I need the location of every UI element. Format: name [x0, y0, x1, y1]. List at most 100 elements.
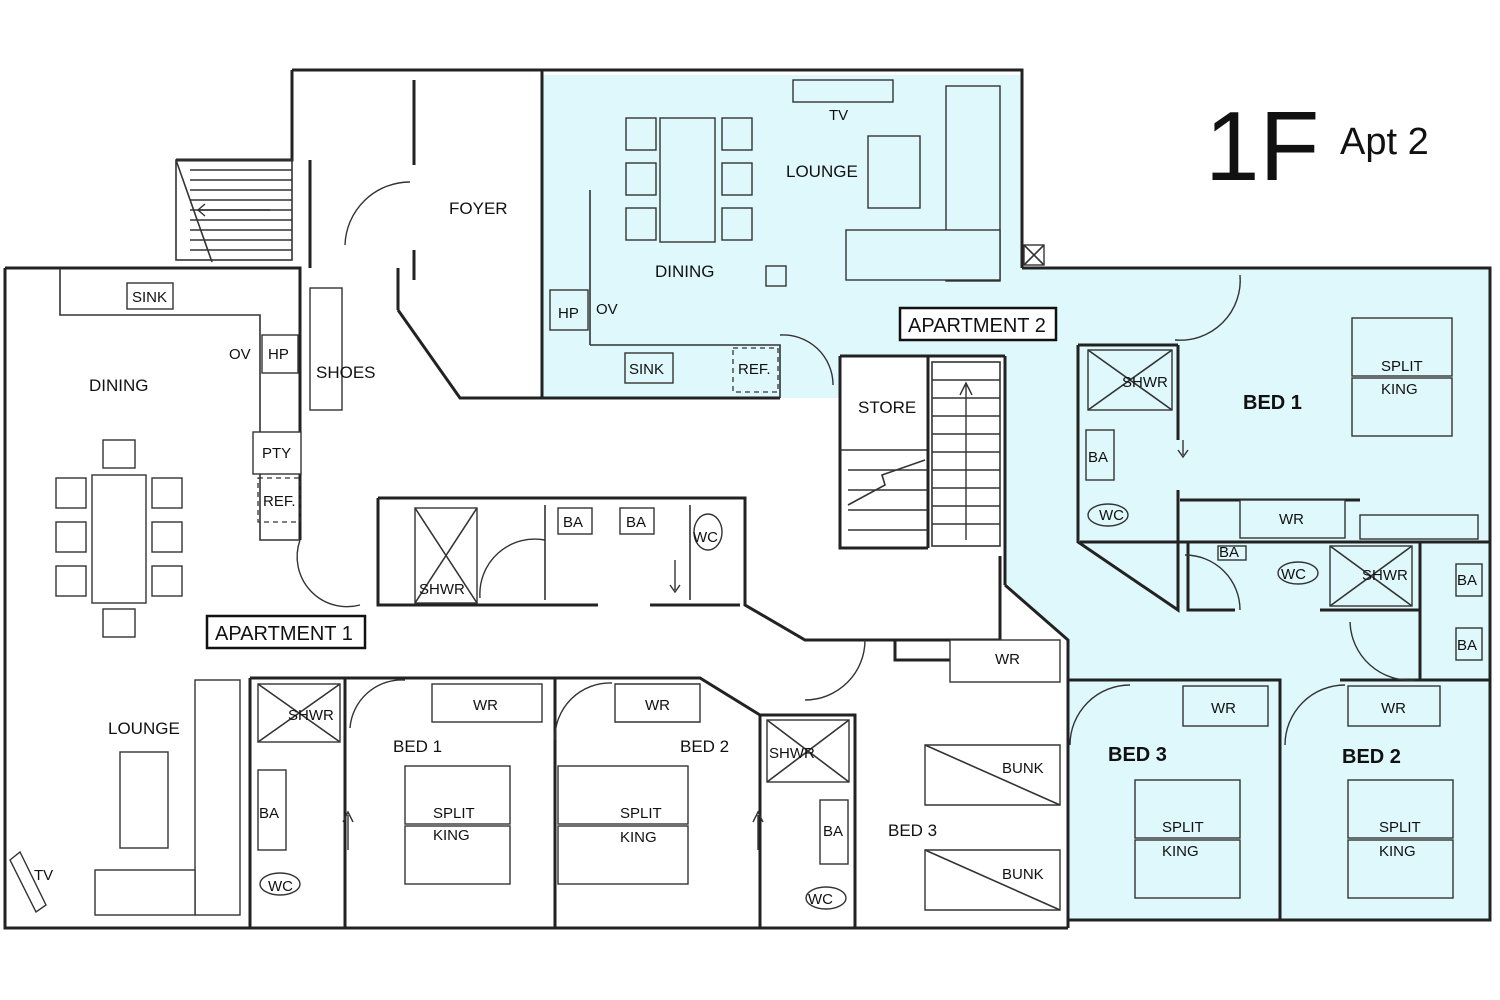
- label-split: SPLIT: [620, 805, 662, 822]
- a1-chair: [151, 565, 183, 597]
- room-a2-dining: DINING: [655, 262, 715, 281]
- label-king: KING: [1379, 843, 1416, 860]
- label-wr: WR: [1381, 700, 1406, 717]
- apartment-2-furniture: [549, 79, 1483, 899]
- room-a1-shoes: SHOES: [316, 363, 376, 382]
- label-bunk: BUNK: [1002, 866, 1044, 883]
- label-tv: TV: [829, 107, 848, 124]
- internal-stair: [847, 361, 1001, 547]
- a1-bed2-wardrobe: [614, 683, 701, 723]
- a1-chair: [102, 439, 136, 469]
- label-sink: SINK: [132, 289, 167, 306]
- room-a1-bed2: BED 2: [680, 737, 729, 756]
- room-foyer: FOYER: [449, 199, 508, 218]
- room-a1-bed3: BED 3: [888, 821, 937, 840]
- a2-bed1-basin: [1085, 429, 1115, 481]
- a1-pty: [252, 431, 302, 475]
- a1-sink: [126, 282, 174, 310]
- room-a1-dining: DINING: [89, 376, 149, 395]
- label-hp: HP: [268, 346, 289, 363]
- room-store: STORE: [858, 398, 916, 417]
- label-wr: WR: [995, 651, 1020, 668]
- a1-basin: [557, 507, 593, 535]
- a1-tv: [9, 850, 47, 914]
- label-king: KING: [433, 827, 470, 844]
- label-split: SPLIT: [1162, 819, 1204, 836]
- a1-bed2-split: [557, 765, 689, 825]
- label-king: KING: [1162, 843, 1199, 860]
- a2-ref: [732, 347, 779, 393]
- label-wr: WR: [473, 697, 498, 714]
- label-ba: BA: [1457, 572, 1477, 589]
- a2-basin: [1455, 563, 1483, 597]
- label-wc: WC: [1099, 507, 1124, 524]
- label-ref: REF.: [738, 361, 771, 378]
- a2-coffee-table: [867, 135, 921, 209]
- a1-bed2-toilet: [805, 886, 847, 910]
- label-shwr: SHWR: [288, 707, 334, 724]
- label-wr: WR: [1279, 511, 1304, 528]
- label-ba: BA: [626, 514, 646, 531]
- label-wc: WC: [693, 529, 718, 546]
- apartment-2-label-box: [898, 306, 1058, 342]
- a2-bath-toilet: [1277, 561, 1319, 585]
- a2-chair: [625, 207, 657, 241]
- a1-hp: [261, 334, 299, 374]
- label-split: SPLIT: [1381, 358, 1423, 375]
- label-king: KING: [1381, 381, 1418, 398]
- a1-bed1-basin: [257, 769, 287, 851]
- a1-bed3-wardrobe: [949, 639, 1061, 683]
- a1-chair: [55, 477, 87, 509]
- a2-column: [765, 265, 787, 287]
- a2-bed1-desk: [1359, 514, 1479, 540]
- a2-bath-basin: [1217, 545, 1247, 561]
- a2-bed3-king: [1134, 839, 1241, 899]
- floor-level: 1F: [1205, 91, 1319, 201]
- label-wr: WR: [1211, 700, 1236, 717]
- label-ba: BA: [1457, 637, 1477, 654]
- a2-basin: [1455, 627, 1483, 661]
- a1-bed1-toilet: [259, 872, 301, 896]
- label-ref: REF.: [263, 493, 296, 510]
- label-pty: PTY: [262, 445, 291, 462]
- room-a1-bed1: BED 1: [393, 737, 442, 756]
- a1-chair: [151, 521, 183, 553]
- doors: [296, 181, 1416, 850]
- a2-chair: [625, 117, 657, 151]
- a2-bed1-split: [1351, 317, 1453, 377]
- label-tv: TV: [34, 867, 53, 884]
- room-a2-bed1: BED 1: [1243, 392, 1302, 414]
- label-shwr: SHWR: [769, 745, 815, 762]
- label-wc: WC: [808, 891, 833, 908]
- label-shwr: SHWR: [419, 581, 465, 598]
- a2-chair: [721, 162, 753, 196]
- floor-unit: Apt 2: [1340, 121, 1429, 163]
- a1-chair: [55, 565, 87, 597]
- label-ba: BA: [1088, 449, 1108, 466]
- interior-walls: [248, 190, 1490, 928]
- label-split: SPLIT: [1379, 819, 1421, 836]
- label-wc: WC: [1281, 566, 1306, 583]
- label-wr: WR: [645, 697, 670, 714]
- a1-bed1-wardrobe: [431, 683, 543, 723]
- label-ba: BA: [1219, 544, 1239, 561]
- room-a1-lounge: LOUNGE: [108, 719, 180, 738]
- label-ov: OV: [596, 301, 618, 318]
- label-shwr: SHWR: [1122, 374, 1168, 391]
- a2-bed2-king: [1347, 839, 1454, 899]
- a2-hp: [549, 289, 589, 331]
- a1-chair: [151, 477, 183, 509]
- a2-sofa: [845, 229, 1001, 281]
- a2-chair: [721, 207, 753, 241]
- apartment-1-label: APARTMENT 1: [215, 623, 353, 645]
- label-ba: BA: [259, 805, 279, 822]
- a2-bed3-wardrobe: [1182, 685, 1269, 727]
- a1-bed1-king: [404, 825, 511, 885]
- label-ov: OV: [229, 346, 251, 363]
- label-wc: WC: [268, 878, 293, 895]
- a2-tv: [792, 79, 894, 103]
- a2-dining-table: [659, 117, 716, 243]
- a1-dining-table: [91, 474, 147, 604]
- label-ba: BA: [823, 823, 843, 840]
- label-bunk: BUNK: [1002, 760, 1044, 777]
